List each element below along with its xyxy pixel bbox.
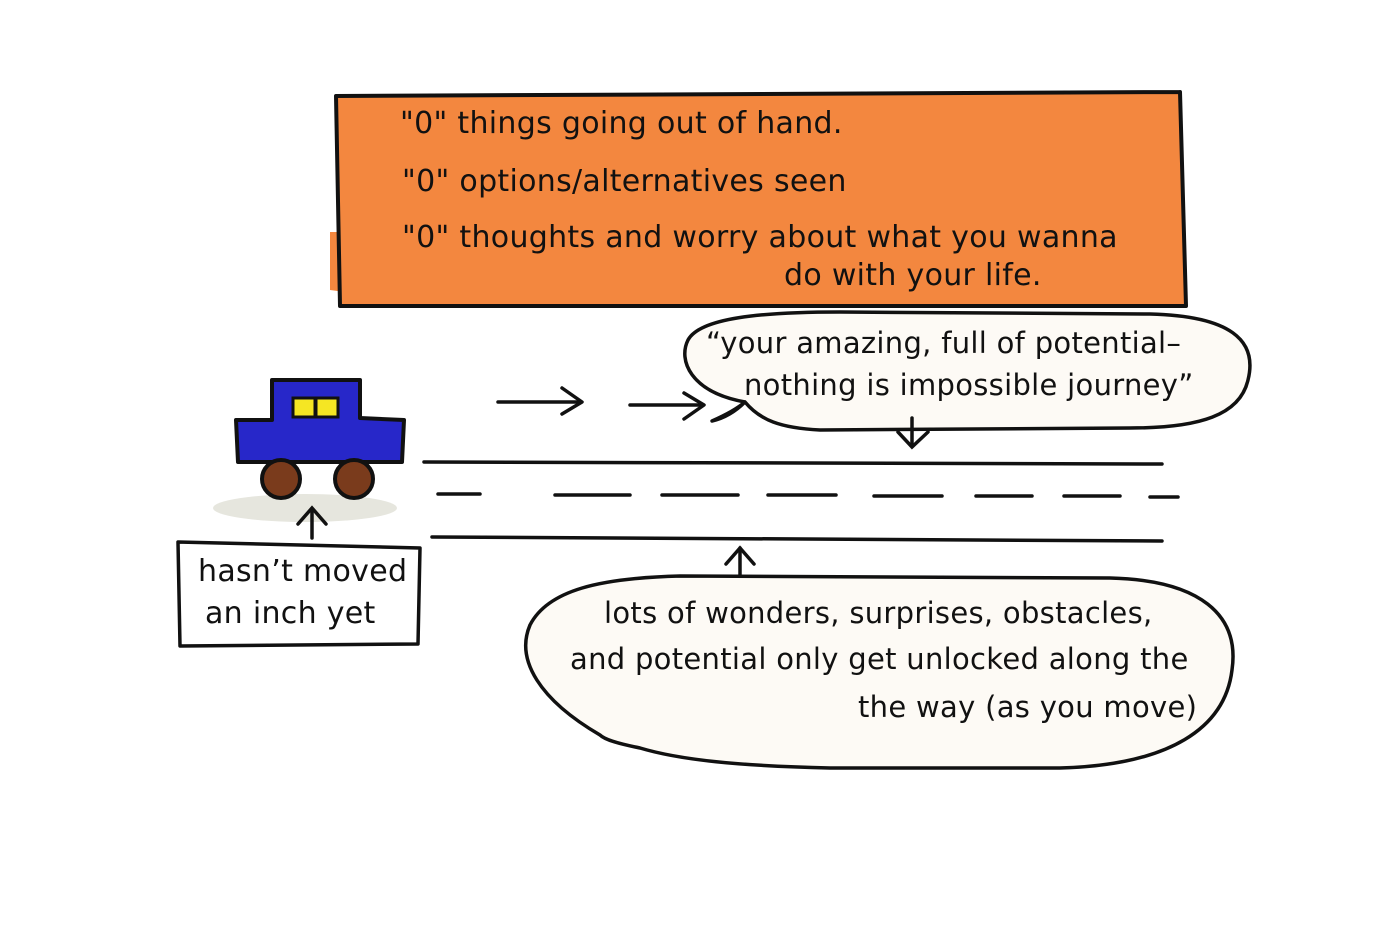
bottom-bubble-line-2: and potential only get unlocked along th… [570,642,1189,676]
arrow-up-icon [724,545,756,579]
car-shadow [213,494,397,522]
top-bubble-line-1: “your amazing, full of potential– [706,326,1182,360]
car-icon [234,378,406,500]
top-bubble-line-2: nothing is impossible journey” [744,368,1194,402]
bottom-bubble-line-3: the way (as you move) [858,690,1198,724]
car-note-line-2: an inch yet [205,596,376,631]
banner-box [330,90,1188,308]
banner-line-4: do with your life. [784,258,1042,293]
arrow-down-icon [896,416,930,450]
top-speech-bubble [683,310,1252,432]
banner-line-3: "0" thoughts and worry about what you wa… [402,220,1118,255]
arrow-right-icon [496,386,584,416]
bottom-bubble-line-1: lots of wonders, surprises, obstacles, [604,596,1153,630]
car-note-box [176,540,422,648]
banner-line-2: "0" options/alternatives seen [402,164,847,199]
arrow-up-icon [296,505,328,540]
arrow-right-icon [628,391,706,421]
car-note-line-1: hasn’t moved [198,554,408,589]
bottom-speech-bubble [524,574,1235,770]
road [422,460,1180,543]
banner-line-1: "0" things going out of hand. [400,106,843,141]
